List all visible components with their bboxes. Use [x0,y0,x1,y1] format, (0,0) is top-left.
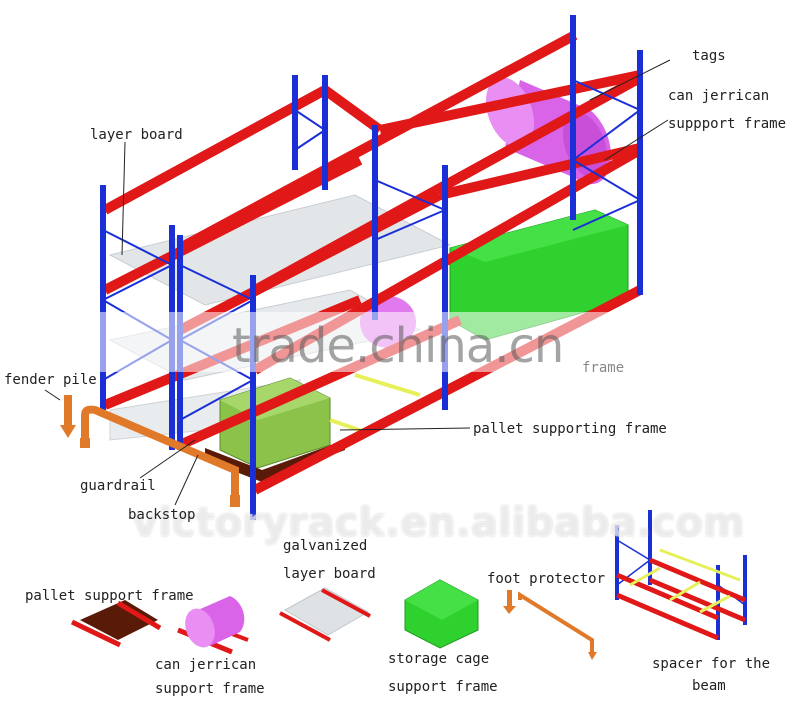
label-storage-cage-2: support frame [388,679,498,695]
part-galvanized-board [279,587,371,642]
label-pallet-supporting-frame: pallet supporting frame [473,421,667,437]
part-pallet-support-frame [70,600,162,648]
guardrail-main [80,405,240,507]
pallet-main [205,440,345,482]
label-galvanized-2: layer board [283,566,376,582]
part-foot-protector [503,590,597,660]
storage-cage-main-top [450,210,628,262]
label-guardrail: guardrail [80,478,156,494]
label-fender-pile: fender pile [4,372,97,388]
watermark-alibaba: victoryrack.en.alibaba.com [132,500,745,546]
part-storage-cage [404,579,479,649]
label-can-jerrican-2: suppport frame [668,116,787,132]
label-spacer-2: beam [692,678,726,694]
label-backstop: backstop [128,507,196,523]
part-spacer-beam [615,510,747,641]
label-frame-partial: frame [582,360,625,376]
label-spacer-1: spacer for the [652,656,771,672]
label-can-jerrican-support-1: can jerrican [155,657,257,673]
label-storage-cage-1: storage cage [388,651,490,667]
label-tags: tags [692,48,726,64]
label-pallet-support-frame: pallet support frame [25,588,194,604]
label-can-jerrican-support-2: support frame [155,681,265,697]
label-can-jerrican-1: can jerrican [668,88,770,104]
watermark-trade: trade.china.cn [232,318,564,374]
fender-pile-main [60,395,76,438]
label-layer-board: layer board [90,127,183,143]
part-can-jerrican-frame [177,596,249,655]
label-galvanized-1: galvanized [283,538,368,554]
watermark-band [0,312,800,372]
label-foot-protector: foot protector [487,571,606,587]
leader-lines [44,59,671,506]
